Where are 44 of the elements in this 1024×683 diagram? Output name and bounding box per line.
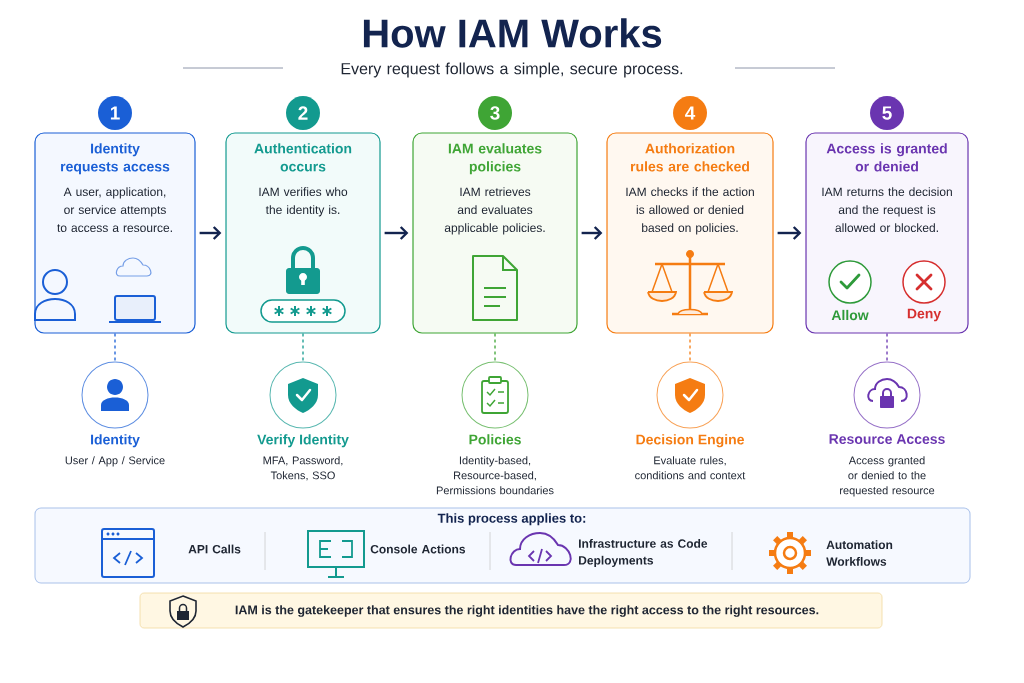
step-description: IAM returns the decision and the request is allowed or blocked.: [822, 187, 952, 232]
connector-line: [494, 332, 496, 363]
arrow: [199, 226, 222, 240]
decision-label: Allow: [831, 309, 869, 321]
component-description: MFA, Password, Tokens, SSO: [263, 456, 343, 481]
arrow: [581, 226, 603, 240]
panel-heading: This process applies to:: [437, 513, 586, 526]
component-description: Identity-based, Resource-based, Permissions boundaries: [436, 456, 554, 495]
item-label: Infrastructure as Code Deployments: [579, 539, 708, 567]
component-name: Resource Access: [829, 434, 945, 444]
number-badge: 1: [98, 96, 132, 130]
item-label: Console Actions: [370, 544, 466, 554]
step-description: IAM verifies who the identity is.: [259, 187, 348, 217]
component-name: Verify Identity: [257, 434, 349, 448]
connector-line: [689, 332, 691, 363]
step-description: A user, application, or service attempts to access a resource.: [57, 187, 172, 232]
subtitle: Every request follows a simple, secure process.: [341, 62, 683, 78]
number-badge: 4: [673, 96, 707, 130]
step-heading: Authorization rules are checked: [631, 143, 749, 172]
number-badge: 5: [870, 96, 904, 130]
step-heading: Identity requests access: [61, 143, 170, 175]
note-text: IAM is the gatekeeper that ensures the right identities have the right access to the right resources.: [235, 605, 819, 617]
component-description: Evaluate rules, conditions and context: [635, 456, 746, 480]
number-badge: 3: [478, 96, 512, 130]
connector-line: [114, 332, 116, 363]
component-name: Decision Engine: [636, 434, 744, 448]
step-heading: Authentication occurs: [254, 143, 352, 172]
item-label: Automation Workflows: [826, 540, 893, 566]
step-description: IAM retrieves and evaluates applicable policies.: [444, 187, 545, 235]
step-heading: Access is granted or denied: [826, 143, 947, 172]
step-heading: IAM evaluates policies: [448, 143, 542, 175]
number-badge: 2: [286, 96, 320, 130]
decision-label: Deny: [907, 308, 942, 322]
component-description: Access granted or denied to the requested resource: [840, 456, 935, 497]
item-label: API Calls: [188, 544, 241, 554]
arrow: [384, 226, 409, 240]
connector-line: [886, 332, 888, 363]
component-name: Policies: [469, 434, 521, 445]
connector-line: [302, 332, 304, 363]
title: How IAM Works: [363, 18, 662, 48]
component-description: User / App / Service: [65, 456, 165, 467]
arrow: [777, 226, 802, 240]
step-description: IAM checks if the action is allowed or denied based on policies.: [626, 187, 754, 235]
component-name: Identity: [91, 434, 140, 448]
